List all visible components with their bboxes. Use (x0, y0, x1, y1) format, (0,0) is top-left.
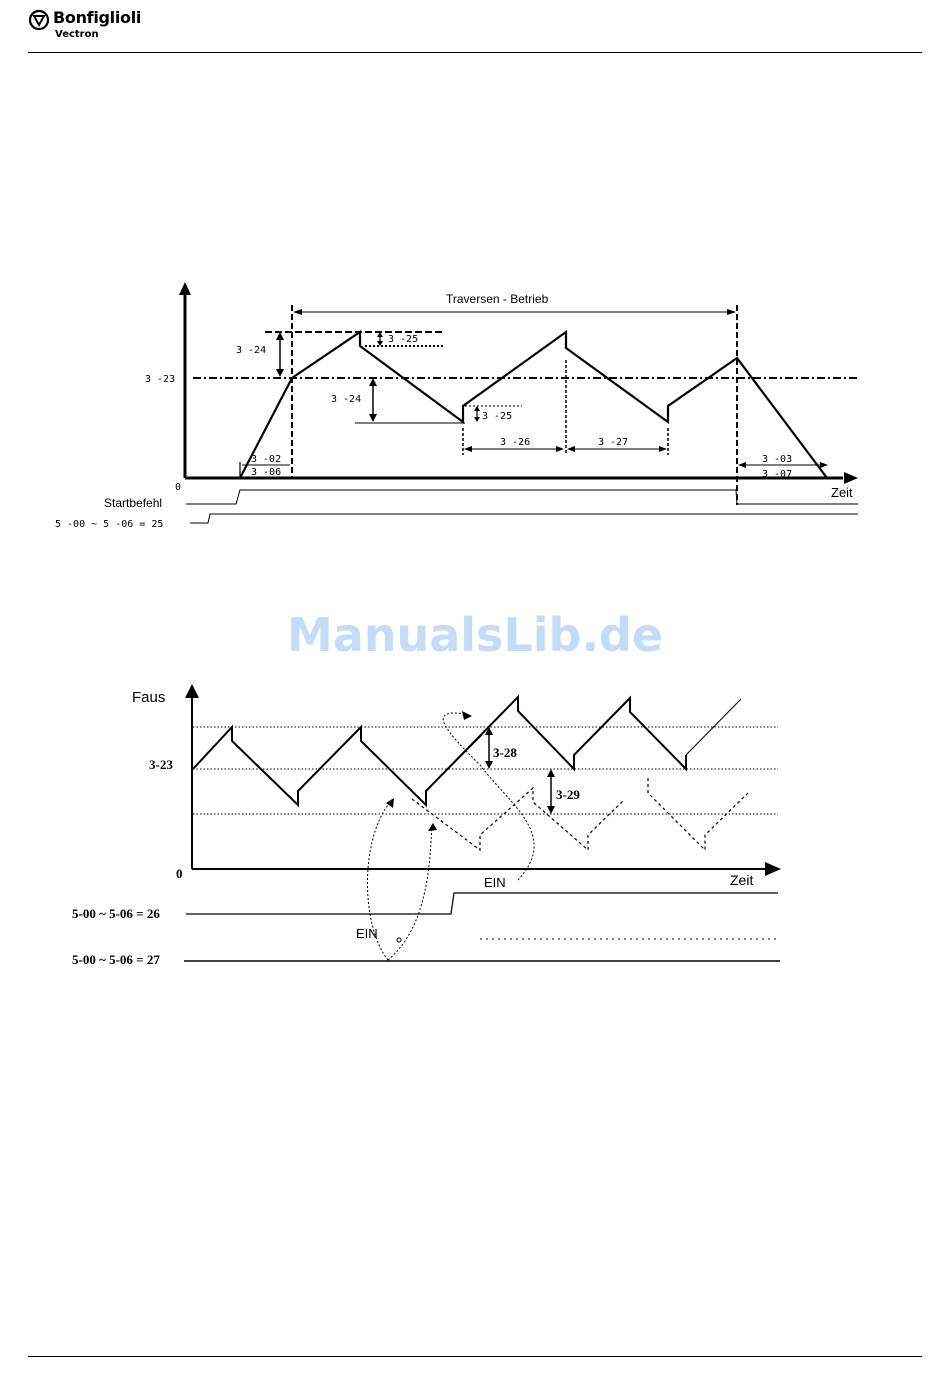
x-axis-label: Zeit (831, 485, 853, 500)
ein-lower-label: EIN (356, 926, 378, 941)
footer-rule (28, 1356, 922, 1357)
y-axis-arrow (185, 684, 199, 698)
traverse-title: Traversen - Betrieb (446, 292, 549, 306)
frequency-waveform (193, 697, 686, 805)
page-header: Bonfiglioli Vectron (0, 0, 950, 56)
jump-top-label: 3 -25 (388, 334, 418, 345)
offset-up-label: 3-28 (493, 745, 517, 760)
offset-down-label: 3-29 (556, 787, 580, 802)
accel-time-label-2: 3 -06 (251, 467, 281, 478)
amplitude-upper-label: 3 -24 (236, 345, 266, 356)
signal-26-line (186, 893, 778, 914)
amplitude-lower-label: 3 -24 (331, 394, 361, 405)
x-axis-label: Zeit (730, 872, 753, 888)
y-axis-label: Faus (132, 689, 165, 706)
brand-logo: Bonfiglioli Vectron (28, 8, 168, 46)
ein-upper-label: EIN (484, 875, 506, 890)
center-frequency-label: 3 -23 (145, 374, 175, 385)
bonfiglioli-logo-icon (28, 9, 50, 31)
brand-name: Bonfiglioli (53, 8, 141, 27)
origin-label: 0 (175, 482, 181, 493)
center-frequency-label: 3-23 (149, 757, 173, 772)
ein-lower-pointer-branch (388, 825, 432, 960)
traverse-operation-diagram: 0 Zeit 3 -23 Traversen - Betrieb 3 -24 3… (0, 270, 950, 535)
decel-time-label: 3 -03 (762, 454, 792, 465)
jump-bottom-label: 3 -25 (482, 411, 512, 422)
signal-27-label: 5-00 ~ 5-06 = 27 (72, 952, 160, 967)
ein-lower-marker (397, 938, 401, 942)
y-axis-arrow (179, 282, 191, 295)
rise-time-label: 3 -26 (500, 437, 530, 448)
x-axis-arrow (844, 472, 858, 484)
frequency-waveform (240, 332, 827, 478)
signal-26-label: 5-00 ~ 5-06 = 26 (72, 906, 160, 921)
accel-time-label: 3 -02 (251, 454, 281, 465)
decel-time-label-2: 3 -07 (762, 469, 792, 480)
origin-label: 0 (176, 866, 183, 881)
start-command-signal (186, 490, 858, 504)
start-command-label: Startbefehl (104, 496, 162, 510)
header-rule (28, 52, 922, 53)
offset-down-waveform (412, 788, 623, 850)
parameter-signal (190, 514, 858, 523)
parameter-signal-label: 5 -00 ~ 5 -06 = 25 (55, 519, 163, 530)
brand-subname: Vectron (55, 29, 99, 40)
fall-time-label: 3 -27 (598, 437, 628, 448)
traverse-offset-diagram: Faus 0 Zeit 3-23 3-28 3-29 5-00 ~ 5-06 =… (0, 675, 950, 975)
watermark: ManualsLib.de (0, 608, 950, 662)
offset-up-waveform (426, 735, 482, 791)
x-axis-arrow (765, 862, 781, 876)
